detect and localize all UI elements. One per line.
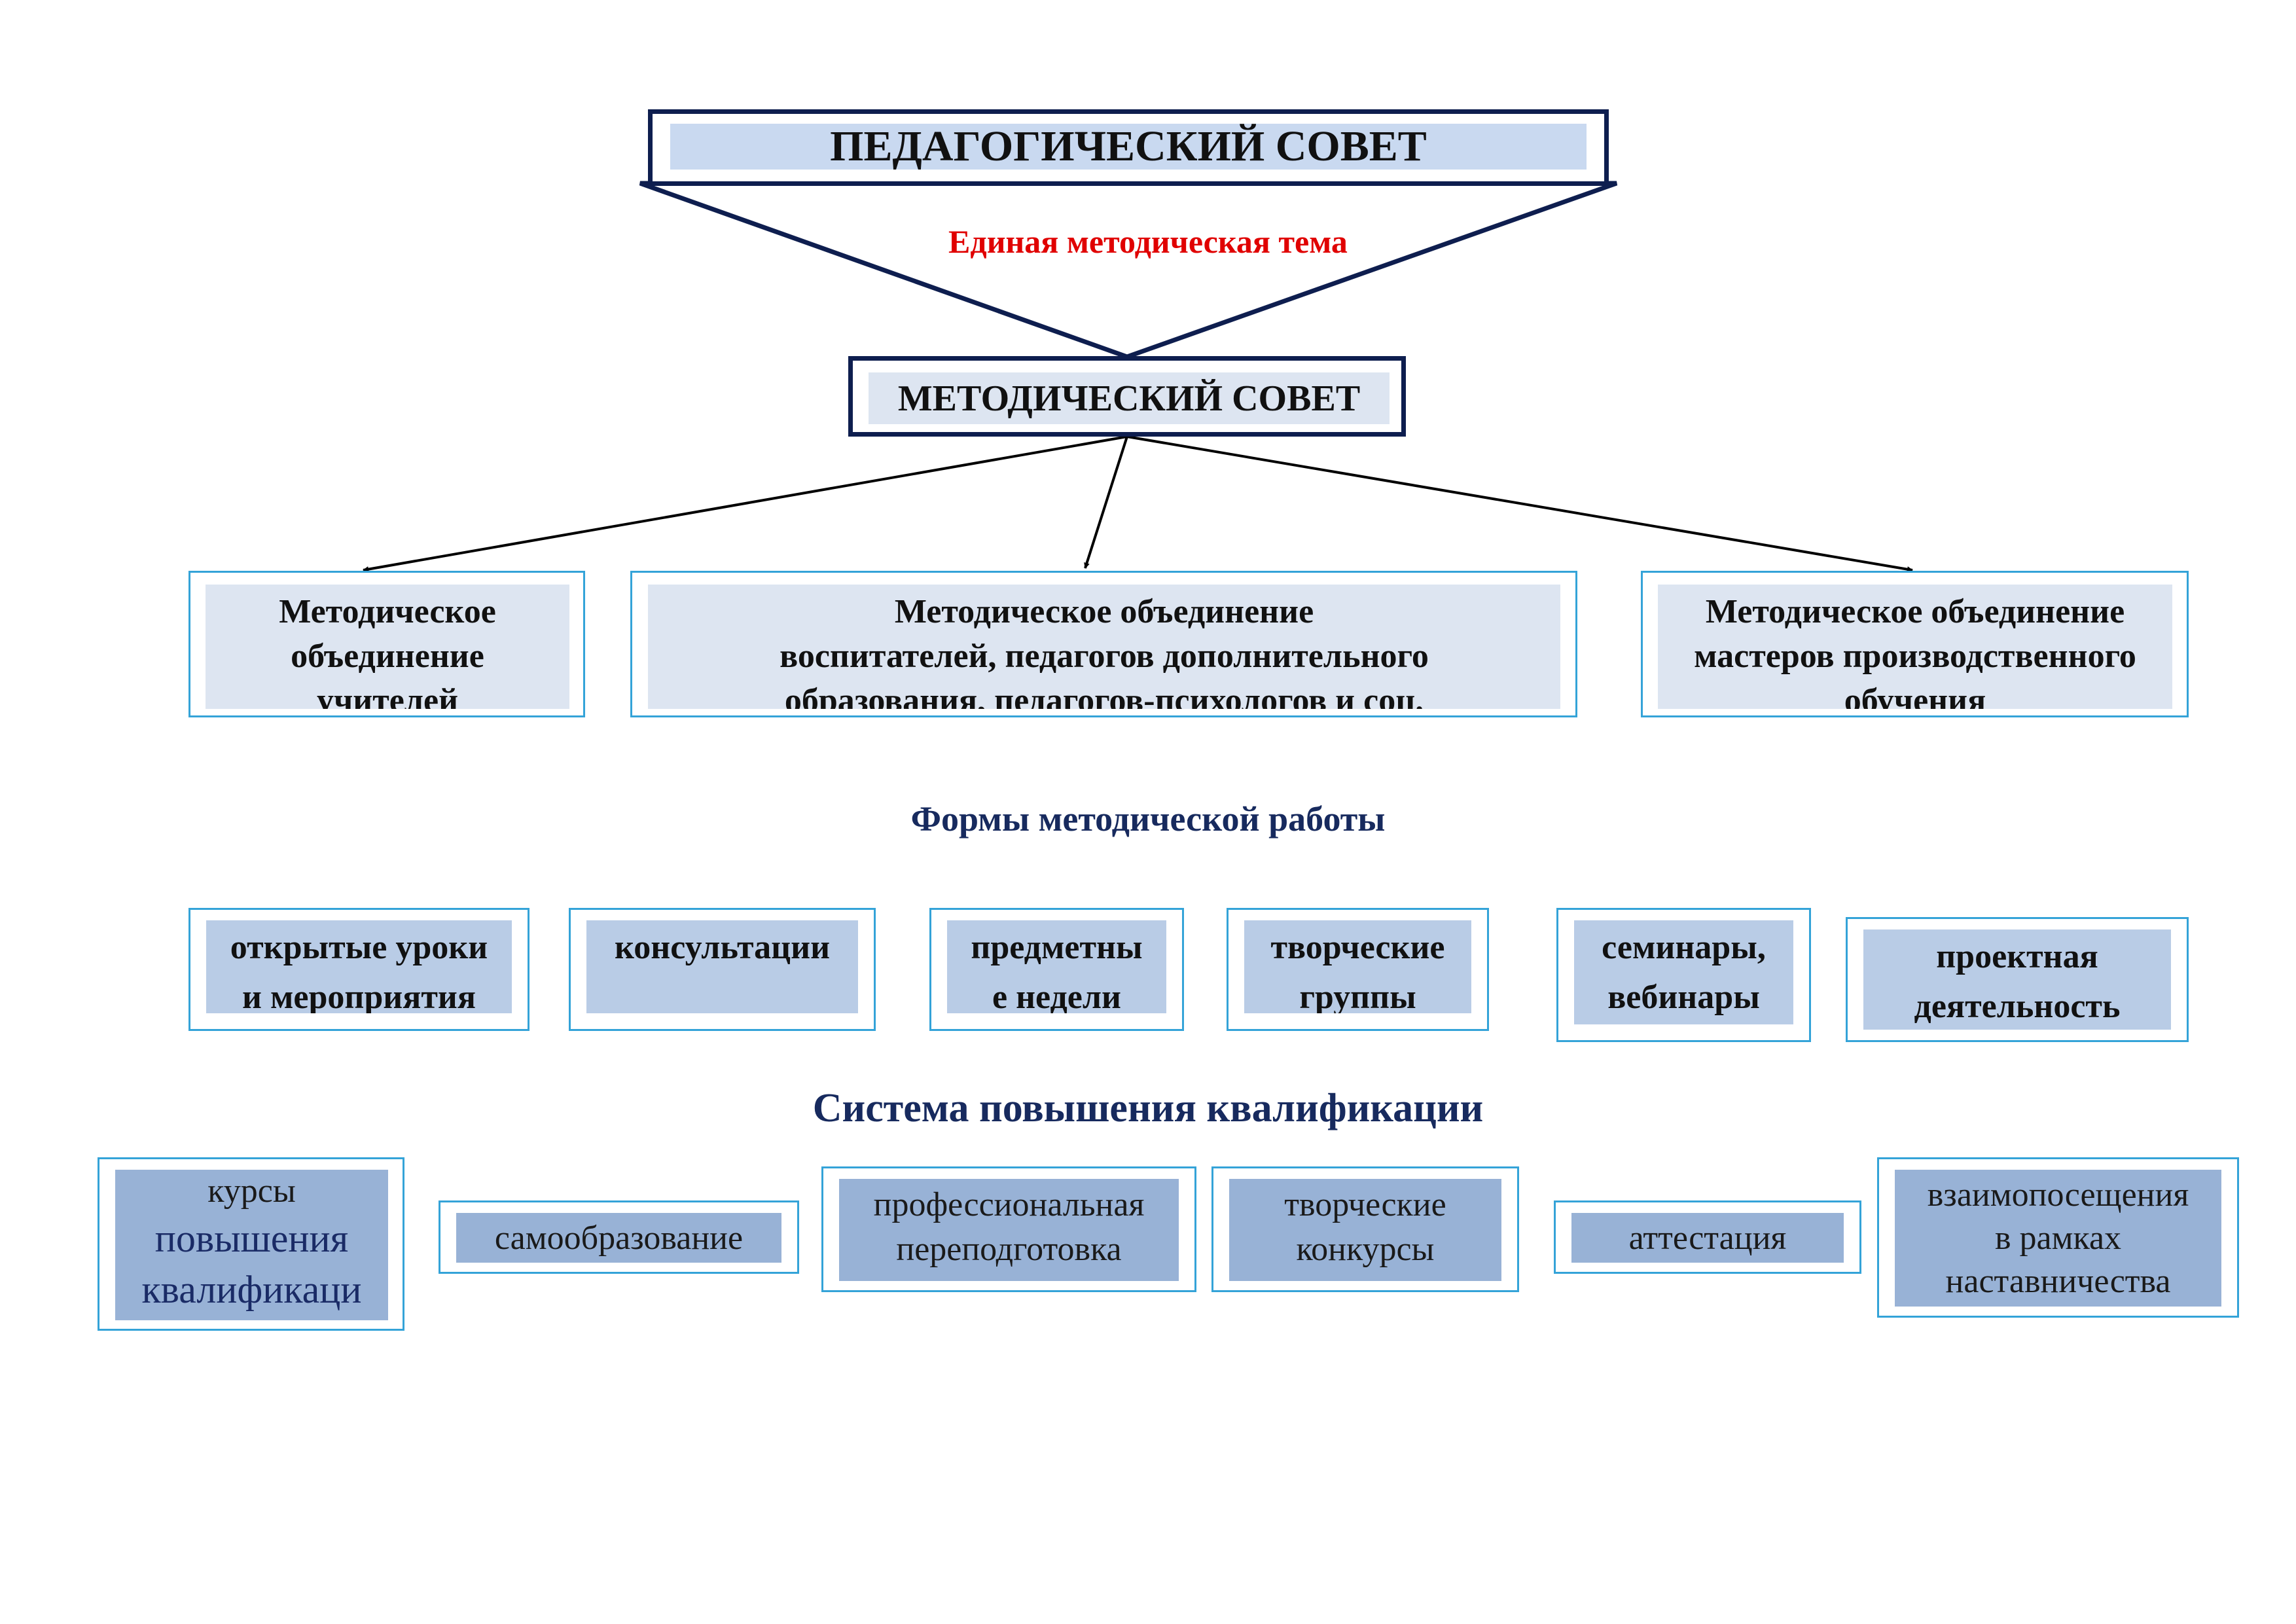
association-line: воспитателей, педагогов дополнительного: [780, 638, 1429, 675]
form-creative-groups: творческие группы: [1227, 908, 1489, 1031]
form-open-lessons: открытые уроки и мероприятия: [188, 908, 529, 1031]
form-line: проектная: [1936, 938, 2098, 975]
qual-line: в рамках: [1994, 1219, 2122, 1257]
form-line: открытые уроки: [230, 929, 488, 966]
association-teachers: Методическое объединение учителей: [188, 571, 585, 717]
association-line: учителей: [316, 682, 459, 709]
form-subject-weeks: предметны е недели: [929, 908, 1184, 1031]
association-line: мастеров производственного: [1694, 638, 2136, 675]
qual-line: профессиональная: [873, 1186, 1145, 1223]
form-line: деятельность: [1914, 988, 2121, 1025]
form-line: группы: [1299, 979, 1416, 1013]
qual-creative-contests: творческие конкурсы: [1211, 1166, 1519, 1292]
association-educators: Методическое объединение воспитателей, п…: [630, 571, 1577, 717]
qual-line: творческие: [1284, 1186, 1446, 1223]
arrow-to-masters: [1126, 435, 1913, 573]
methodical-council-title: МЕТОДИЧЕСКИЙ СОВЕТ: [897, 378, 1361, 419]
arrow-to-teachers: [363, 435, 1128, 573]
association-line: объединение: [291, 638, 484, 675]
funnel-triangle: [639, 181, 1618, 359]
form-line: вебинары: [1607, 979, 1760, 1016]
form-consultations: консультации: [569, 908, 876, 1031]
pedagogical-council-title: ПЕДАГОГИЧЕСКИЙ СОВЕТ: [830, 124, 1427, 170]
qual-line: переподготовка: [896, 1231, 1122, 1268]
form-line: консультации: [614, 929, 831, 966]
forms-heading: Формы методической работы: [910, 799, 1386, 839]
association-line: Методическое объединение: [894, 593, 1314, 630]
association-line: обучения: [1844, 682, 1986, 709]
qual-line: аттестация: [1628, 1219, 1787, 1257]
qual-line: взаимопосещения: [1927, 1176, 2189, 1214]
form-line: творческие: [1270, 929, 1445, 966]
form-seminars: семинары, вебинары: [1556, 908, 1811, 1042]
association-masters: Методическое объединение мастеров произв…: [1641, 571, 2189, 717]
form-line: семинары,: [1602, 929, 1766, 966]
qual-self-education: самообразование: [439, 1200, 799, 1274]
pedagogical-council-box: ПЕДАГОГИЧЕСКИЙ СОВЕТ: [648, 109, 1609, 186]
form-line: е недели: [992, 979, 1121, 1013]
qual-retraining: профессиональная переподготовка: [821, 1166, 1196, 1292]
qual-line: наставничества: [1945, 1263, 2171, 1300]
qual-line: конкурсы: [1296, 1231, 1435, 1268]
arrow-to-educators: [1084, 436, 1128, 569]
association-line: Методическое объединение: [1705, 593, 2125, 630]
qual-line: самообразование: [494, 1219, 744, 1257]
qualification-heading: Система повышения квалификации: [812, 1086, 1484, 1130]
methodical-theme-label: Единая методическая тема: [948, 223, 1348, 260]
qual-line: квалификаци: [141, 1268, 362, 1311]
association-line: образования, педагогов-психологов и соц.: [784, 682, 1424, 709]
qual-attestation: аттестация: [1554, 1200, 1861, 1274]
qual-courses: курсы повышения квалификаци: [98, 1157, 404, 1331]
form-line: и мероприятия: [242, 979, 476, 1013]
qual-line: повышения: [154, 1217, 349, 1260]
methodical-council-box: МЕТОДИЧЕСКИЙ СОВЕТ: [848, 356, 1406, 437]
association-line: Методическое: [279, 593, 496, 630]
qual-mentoring-visits: взаимопосещения в рамках наставничества: [1877, 1157, 2239, 1318]
qual-line: курсы: [207, 1172, 296, 1210]
form-project-activity: проектная деятельность: [1846, 917, 2189, 1042]
form-line: предметны: [971, 929, 1143, 966]
